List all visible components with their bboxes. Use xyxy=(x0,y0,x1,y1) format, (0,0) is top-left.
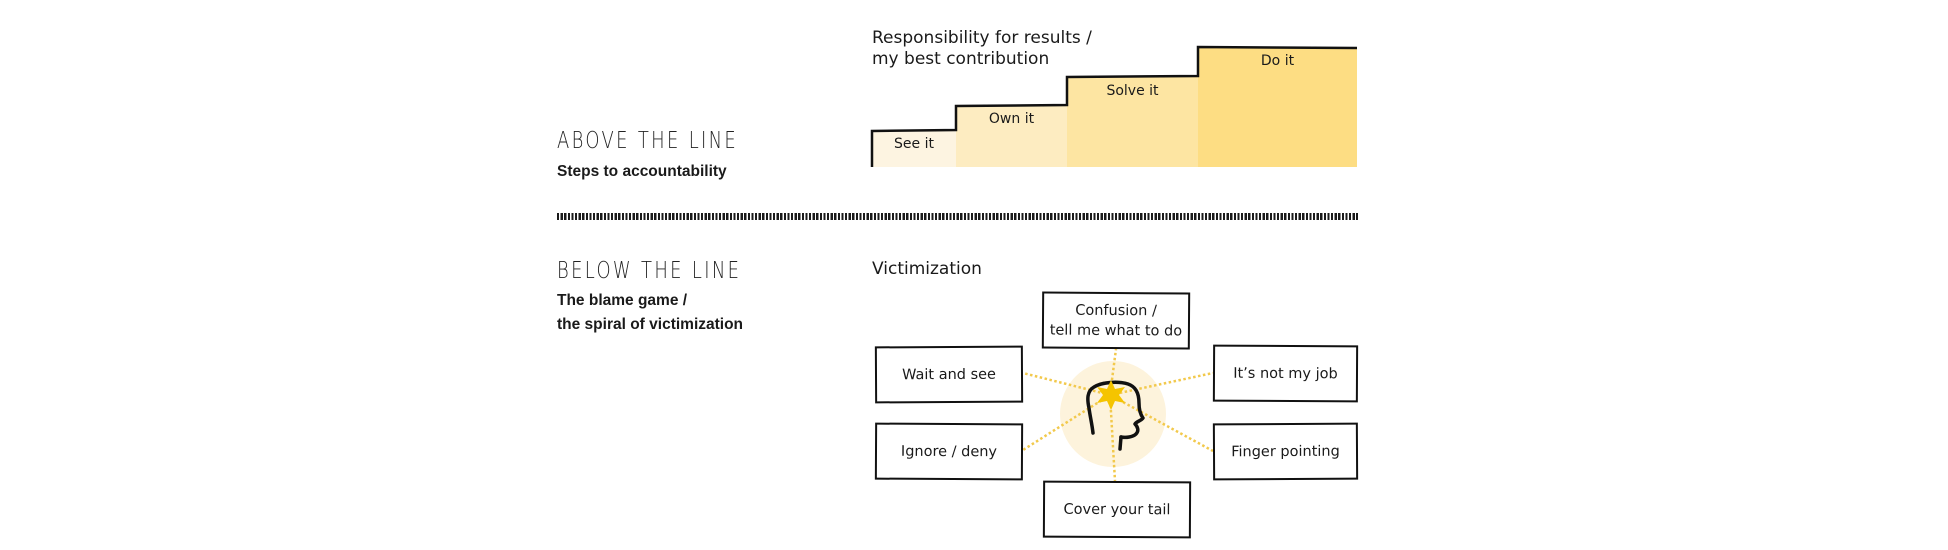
responsibility-title: Responsibility for results / my best con… xyxy=(872,28,1092,70)
above-the-line-heading: ABOVE THE LINE xyxy=(557,128,739,154)
head-outline xyxy=(1086,380,1145,440)
behavior-confusion-line2: tell me what to do xyxy=(1049,322,1183,339)
ray-to-lower-left xyxy=(1022,393,1111,452)
behavior-confusion: Confusion / tell me what to do xyxy=(1041,291,1191,350)
above-the-line-subtitle: Steps to accountability xyxy=(557,163,727,180)
victimization-title: Victimization xyxy=(872,259,982,279)
ray-to-upper-left xyxy=(1022,371,1111,397)
head-icon xyxy=(1086,380,1145,451)
ray-to-lower-right xyxy=(1109,393,1214,453)
below-the-line-heading: BELOW THE LINE xyxy=(557,258,742,284)
step-label-see-it: See it xyxy=(894,136,934,152)
behavior-wait-and-see: Wait and see xyxy=(874,345,1024,404)
responsibility-title-line1: Responsibility for results / xyxy=(872,28,1092,48)
behavior-cover-your-tail: Cover your tail xyxy=(1042,480,1192,539)
responsibility-title-line2: my best contribution xyxy=(872,49,1050,69)
ray-to-bottom xyxy=(1108,394,1117,482)
below-subtitle-line2: the spiral of victimization xyxy=(557,316,744,333)
ray-to-top xyxy=(1108,348,1118,396)
ray-to-upper-right xyxy=(1109,371,1214,397)
step-label-own-it: Own it xyxy=(988,111,1035,127)
behavior-ignore-deny: Ignore / deny xyxy=(874,422,1024,481)
head-halo xyxy=(1060,361,1166,467)
below-the-line-subtitle: The blame game / the spiral of victimiza… xyxy=(557,289,743,337)
step-label-do-it: Do it xyxy=(1260,53,1295,69)
neck-line xyxy=(1118,435,1123,451)
below-subtitle-line1: The blame game / xyxy=(557,292,688,309)
the-line-divider xyxy=(557,213,1358,220)
star-icon xyxy=(1097,380,1125,410)
step-label-solve-it: Solve it xyxy=(1106,83,1159,99)
behavior-finger-pointing: Finger pointing xyxy=(1212,422,1359,481)
behavior-confusion-line1: Confusion / xyxy=(1075,302,1157,319)
behavior-not-my-job: It’s not my job xyxy=(1212,344,1359,403)
